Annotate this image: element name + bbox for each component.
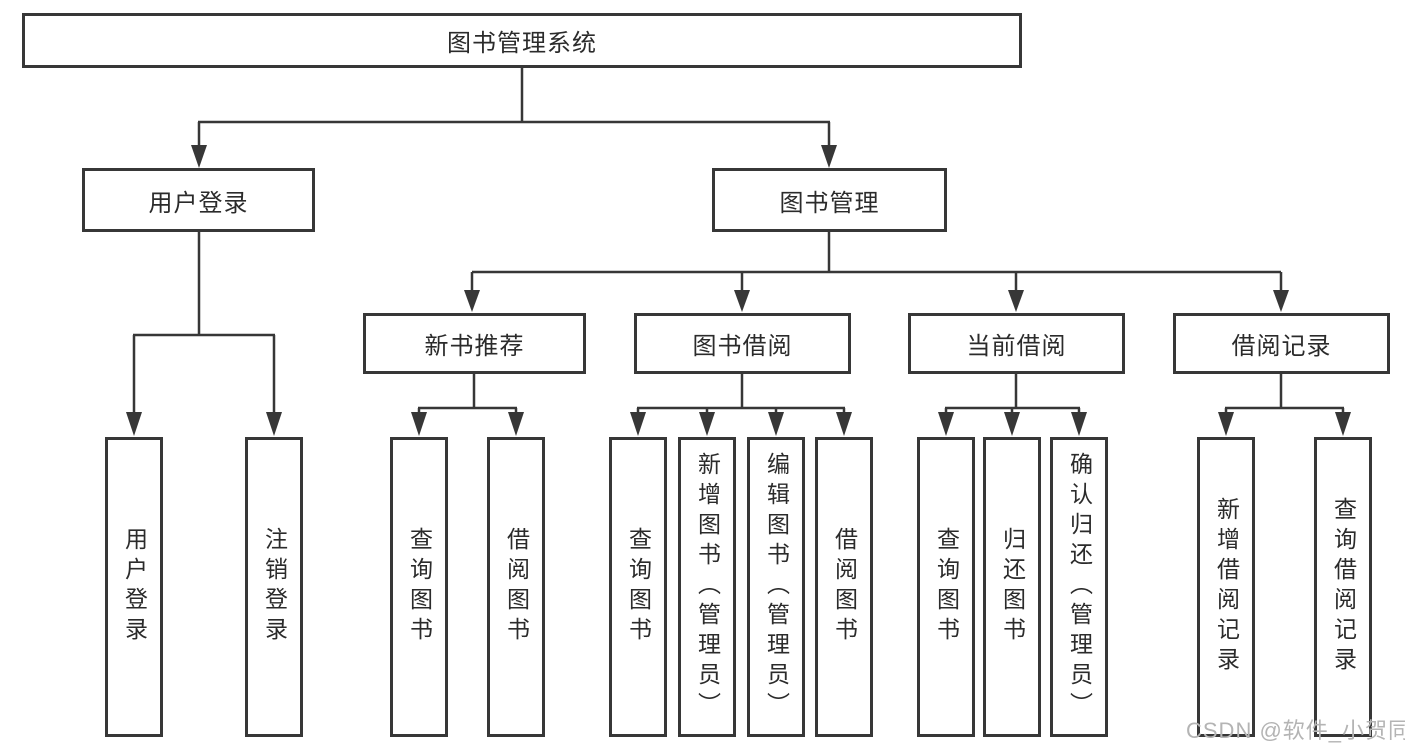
leaf-query-books-recommend-label: 查询图书 bbox=[406, 527, 433, 647]
leaf-query-books-borrow-label: 查询图书 bbox=[625, 527, 652, 647]
leaf-logout-label: 注销登录 bbox=[261, 527, 288, 647]
node-root-label: 图书管理系统 bbox=[447, 30, 597, 57]
node-book-borrow: 图书借阅 bbox=[634, 313, 851, 374]
node-user-login-label: 用户登录 bbox=[148, 189, 249, 217]
leaf-borrow-books-borrow-label: 借阅图书 bbox=[831, 527, 858, 647]
node-root: 图书管理系统 bbox=[22, 13, 1022, 68]
node-book-management: 图书管理 bbox=[712, 168, 947, 232]
leaf-return-book: 归还图书 bbox=[983, 437, 1041, 737]
leaf-query-borrow-record-label: 查询借阅记录 bbox=[1330, 497, 1357, 677]
leaf-edit-book-admin-label: 编辑图书（管理员） bbox=[763, 452, 790, 722]
leaf-add-book-admin-label: 新增图书（管理员） bbox=[694, 452, 721, 722]
node-user-login: 用户登录 bbox=[82, 168, 315, 232]
node-borrow-records-label: 借阅记录 bbox=[1231, 333, 1332, 360]
leaf-add-borrow-record-label: 新增借阅记录 bbox=[1213, 497, 1240, 677]
leaf-query-books-current: 查询图书 bbox=[917, 437, 975, 737]
leaf-return-book-label: 归还图书 bbox=[999, 527, 1026, 647]
leaf-query-books-current-label: 查询图书 bbox=[933, 527, 960, 647]
leaf-add-borrow-record: 新增借阅记录 bbox=[1197, 437, 1255, 737]
node-new-book-recommend: 新书推荐 bbox=[363, 313, 586, 374]
leaf-confirm-return-admin-label: 确认归还（管理员） bbox=[1066, 452, 1093, 722]
leaf-logout: 注销登录 bbox=[245, 437, 303, 737]
node-current-borrow: 当前借阅 bbox=[908, 313, 1125, 374]
node-book-borrow-label: 图书借阅 bbox=[692, 333, 793, 360]
leaf-borrow-books-borrow: 借阅图书 bbox=[815, 437, 873, 737]
leaf-edit-book-admin: 编辑图书（管理员） bbox=[747, 437, 805, 737]
node-current-borrow-label: 当前借阅 bbox=[966, 333, 1067, 360]
leaf-borrow-books-recommend-label: 借阅图书 bbox=[503, 527, 530, 647]
csdn-watermark: CSDN @软件_小贺同学 bbox=[1186, 718, 1405, 743]
leaf-query-books-recommend: 查询图书 bbox=[390, 437, 448, 737]
leaf-query-books-borrow: 查询图书 bbox=[609, 437, 667, 737]
leaf-borrow-books-recommend: 借阅图书 bbox=[487, 437, 545, 737]
node-borrow-records: 借阅记录 bbox=[1173, 313, 1390, 374]
leaf-user-login: 用户登录 bbox=[105, 437, 163, 737]
node-book-management-label: 图书管理 bbox=[779, 189, 880, 217]
leaf-add-book-admin: 新增图书（管理员） bbox=[678, 437, 736, 737]
leaf-query-borrow-record: 查询借阅记录 bbox=[1314, 437, 1372, 737]
node-new-book-recommend-label: 新书推荐 bbox=[424, 333, 525, 360]
leaf-confirm-return-admin: 确认归还（管理员） bbox=[1050, 437, 1108, 737]
leaf-user-login-label: 用户登录 bbox=[121, 527, 148, 647]
